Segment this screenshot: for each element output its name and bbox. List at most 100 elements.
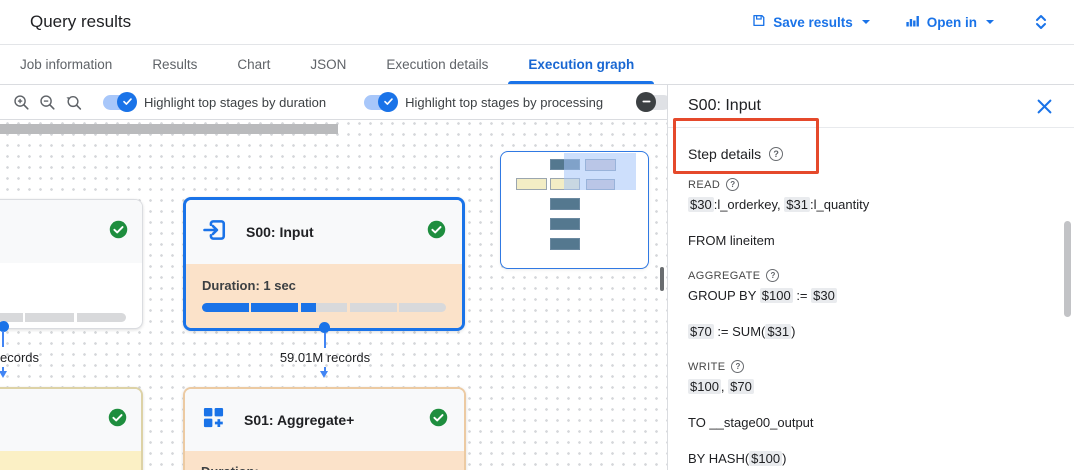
zoom-out-icon[interactable] — [38, 89, 57, 115]
stage-node-title: S00: Input — [246, 224, 314, 240]
duration-bar-segment — [76, 313, 126, 322]
toggle-highlight-processing[interactable] — [364, 91, 399, 112]
duration-bar-segment — [399, 303, 446, 312]
section-label-read: READ — [688, 178, 721, 191]
stage-node-body — [0, 451, 141, 470]
minimap-viewport[interactable] — [564, 153, 636, 190]
expression-text: := — [792, 288, 812, 303]
close-icon[interactable] — [1037, 99, 1052, 114]
toggle-highlight-duration[interactable] — [103, 91, 137, 112]
variable-chip: $31 — [765, 324, 792, 339]
minus-icon — [636, 91, 657, 112]
check-circle-icon — [428, 407, 449, 433]
stage-node-partial-top[interactable] — [0, 199, 143, 329]
step-details-heading: Step details — [688, 146, 762, 162]
section-label-row: WRITE? — [688, 360, 1054, 373]
stage-node-title: S01: Aggregate+ — [244, 412, 355, 428]
expression-text: GROUP BY — [688, 288, 760, 303]
help-icon[interactable]: ? — [769, 147, 784, 161]
tab-execution-graph[interactable]: Execution graph — [508, 45, 654, 84]
duration-label: Duration: — [201, 464, 448, 470]
stage-node-s01[interactable]: S01: Aggregate+ Duration: — [183, 387, 466, 470]
duration-bar-segment — [300, 303, 348, 312]
edge-line — [2, 367, 4, 371]
open-in-button[interactable]: Open in — [904, 13, 994, 31]
minimap-stage-rect — [550, 238, 580, 250]
stage-node-body: Duration: — [185, 451, 464, 470]
variable-chip: $100 — [759, 288, 793, 303]
step-expression: FROM lineitem — [688, 233, 1054, 248]
variable-chip: $100 — [749, 451, 783, 466]
variable-chip: $30 — [811, 288, 837, 303]
tab-json[interactable]: JSON — [310, 57, 347, 72]
stage-node-header: S01: Aggregate+ — [185, 389, 464, 451]
expression-text: BY HASH( — [688, 451, 750, 466]
variable-chip: $100 — [688, 379, 721, 394]
variable-chip: $70 — [728, 379, 754, 394]
input-icon — [201, 216, 229, 249]
expression-text: ) — [782, 451, 787, 466]
horizontal-scrollbar[interactable] — [0, 124, 338, 134]
panel-body: Step details ? READ? $30:l_orderkey, $31:… — [668, 128, 1074, 466]
step-expression: BY HASH($100) — [688, 451, 1054, 466]
duration-bar — [0, 313, 126, 322]
minimap[interactable] — [500, 151, 649, 269]
edge-records-label: ecords — [0, 350, 40, 365]
stage-node-body — [0, 263, 142, 322]
stage-node-partial-bottom[interactable] — [0, 387, 143, 470]
tab-bar: Job information Results Chart JSON Execution… — [0, 45, 1074, 85]
graph-toolbar: Highlight top stages by duration Highlig… — [0, 85, 672, 120]
zoom-in-icon[interactable] — [12, 89, 31, 115]
edge-records-label: 59.01M records — [279, 350, 371, 365]
edge-arrowhead — [0, 371, 7, 378]
expression-text: FROM lineitem — [688, 233, 775, 248]
variable-chip: $70 — [688, 324, 714, 339]
caret-down-icon — [986, 20, 994, 24]
expression-text: ) — [791, 324, 796, 339]
edge-connector-dot — [319, 322, 330, 333]
duration-bar — [202, 303, 446, 312]
toggle-dark-off[interactable] — [636, 91, 672, 112]
help-icon[interactable]: ? — [731, 360, 745, 373]
edge-connector-dot — [0, 321, 9, 332]
header-actions: Save results Open in — [751, 9, 1054, 35]
step-section: WRITE?$100, $70 — [688, 360, 1054, 394]
check-icon — [117, 91, 137, 112]
stage-node-s00[interactable]: S00: Input Duration: 1 sec — [183, 197, 465, 331]
tab-job-information[interactable]: Job information — [20, 57, 113, 72]
content-row: Highlight top stages by duration Highlig… — [0, 85, 1074, 470]
check-circle-icon — [108, 219, 129, 245]
check-circle-icon — [426, 219, 447, 245]
step-section: TO __stage00_output — [688, 415, 1054, 430]
check-icon — [378, 91, 399, 112]
tab-results[interactable]: Results — [152, 57, 198, 72]
tab-chart[interactable]: Chart — [237, 57, 271, 72]
edge-arrowhead — [320, 371, 328, 378]
toggle-processing-label: Highlight top stages by processing — [405, 94, 604, 110]
section-label-row: AGGREGATE? — [688, 269, 1054, 282]
panel-scrollbar[interactable] — [1064, 221, 1071, 317]
step-section: READ? $30:l_orderkey, $31:l_quantity — [688, 178, 1054, 212]
minimap-stage-rect — [516, 178, 547, 190]
duration-bar-segment — [25, 313, 75, 322]
edge-line — [2, 331, 4, 347]
help-icon[interactable]: ? — [766, 269, 780, 282]
step-section: $70 := SUM($31) — [688, 324, 1054, 339]
tab-execution-details[interactable]: Execution details — [386, 57, 489, 72]
expand-collapse-icon[interactable] — [1028, 9, 1054, 35]
execution-graph-canvas[interactable]: S00: Input Duration: 1 sec — [0, 120, 667, 470]
help-icon[interactable]: ? — [726, 178, 740, 191]
graph-vertical-scrollbar[interactable] — [660, 267, 664, 291]
check-circle-icon — [107, 407, 128, 433]
step-expression: GROUP BY $100 := $30 — [688, 288, 1054, 303]
variable-chip: $31 — [784, 197, 810, 212]
step-expression: $30:l_orderkey, $31:l_quantity — [688, 197, 1054, 212]
save-results-button[interactable]: Save results — [751, 13, 870, 31]
minimap-stage-rect — [550, 218, 580, 230]
duration-bar-segment — [251, 303, 299, 312]
zoom-reset-icon[interactable] — [64, 89, 83, 115]
step-section: BY HASH($100) — [688, 451, 1054, 466]
graph-column: Highlight top stages by duration Highlig… — [0, 85, 672, 470]
